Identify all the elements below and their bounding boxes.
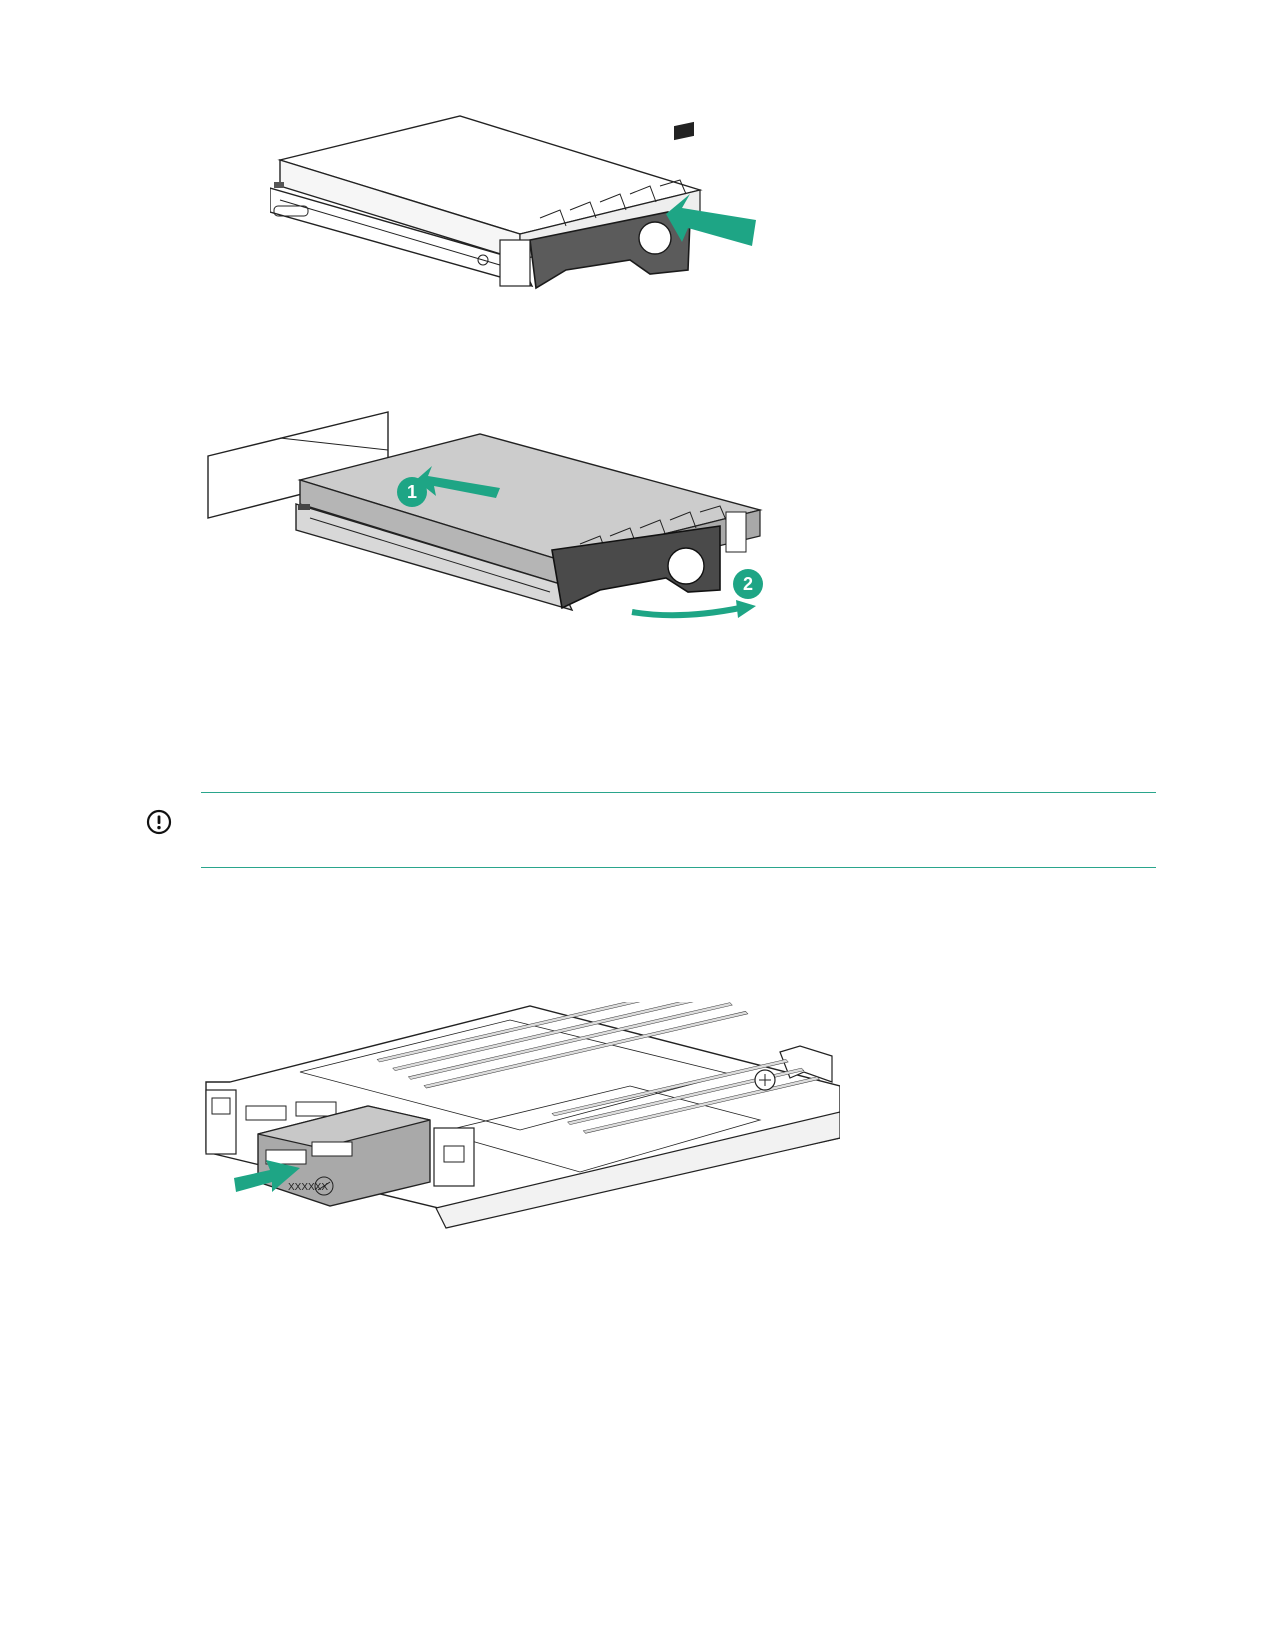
exclamation-circle-icon (146, 809, 172, 840)
drive-carrier-insert-illustration: XXXXXX (200, 1002, 840, 1252)
note-top-rule (201, 792, 1156, 793)
callout-2 (733, 569, 763, 599)
hot-plug-drive-release-illustration (270, 110, 810, 310)
hot-plug-drive-install-illustration: 1 2 (200, 400, 820, 640)
drive-label-text: XXXXXX (288, 1182, 328, 1193)
callout-1-label: 1 (407, 482, 417, 502)
callout-2-label: 2 (743, 574, 753, 594)
note-bottom-rule (201, 867, 1156, 868)
callout-1 (397, 477, 427, 507)
